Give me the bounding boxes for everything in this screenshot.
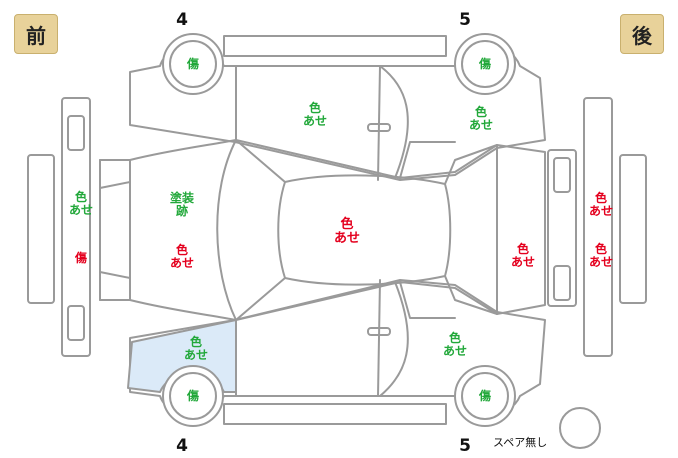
mark-fender-bottom-left: 色 あせ (183, 335, 208, 362)
front-bumper-outer[interactable] (27, 154, 55, 304)
mark-wheel-top-right: 傷 (478, 57, 491, 71)
rear-light-lower[interactable] (553, 265, 571, 301)
front-bumper-side-panel[interactable] (61, 97, 91, 357)
door-handle-top[interactable] (367, 123, 391, 132)
wheel-number-top-left: 4 (176, 10, 188, 30)
wheel-number-bottom-right: 5 (459, 436, 471, 456)
mark-front-bumper-upper: 色 あせ (68, 190, 93, 217)
spare-tire[interactable] (559, 407, 601, 449)
mark-door-front-top: 色 あせ (302, 101, 327, 128)
mark-wheel-bottom-right: 傷 (478, 389, 491, 403)
mark-hood-lower: 色 あせ (169, 243, 194, 270)
rear-bumper-side-panel[interactable] (583, 97, 613, 357)
mark-roof: 色 あせ (333, 217, 360, 246)
spare-label: スペア無し (493, 436, 548, 449)
wheel-number-top-right: 5 (459, 10, 471, 30)
wheel-number-bottom-left: 4 (176, 436, 188, 456)
side-skirt-top[interactable] (223, 35, 447, 57)
mark-front-bumper-lower: 傷 (74, 251, 87, 265)
door-handle-bottom[interactable] (367, 327, 391, 336)
mark-wheel-bottom-left: 傷 (186, 389, 199, 403)
mark-rear-bumper-lower: 色 あせ (588, 242, 613, 269)
rear-gate-panel[interactable] (547, 149, 577, 307)
front-light-upper[interactable] (67, 115, 85, 151)
mark-wheel-top-left: 傷 (186, 57, 199, 71)
rear-bumper-outer[interactable] (619, 154, 647, 304)
rear-badge: 後 (620, 14, 664, 54)
body-top-view[interactable] (99, 139, 546, 321)
wheel-bottom-right[interactable] (454, 365, 516, 427)
wheel-top-left[interactable] (162, 33, 224, 95)
rear-light-upper[interactable] (553, 157, 571, 193)
mark-rear-bumper-upper: 色 あせ (588, 191, 613, 218)
front-light-lower[interactable] (67, 305, 85, 341)
front-badge: 前 (14, 14, 58, 54)
wheel-top-right[interactable] (454, 33, 516, 95)
mark-trunk: 色 あせ (510, 242, 535, 269)
mark-door-rear-top: 色 あせ (468, 105, 493, 132)
wheel-bottom-left[interactable] (162, 365, 224, 427)
mark-hood-upper: 塗装 跡 (169, 191, 194, 218)
side-skirt-bottom[interactable] (223, 403, 447, 425)
mark-door-rear-bottom: 色 あせ (442, 331, 467, 358)
